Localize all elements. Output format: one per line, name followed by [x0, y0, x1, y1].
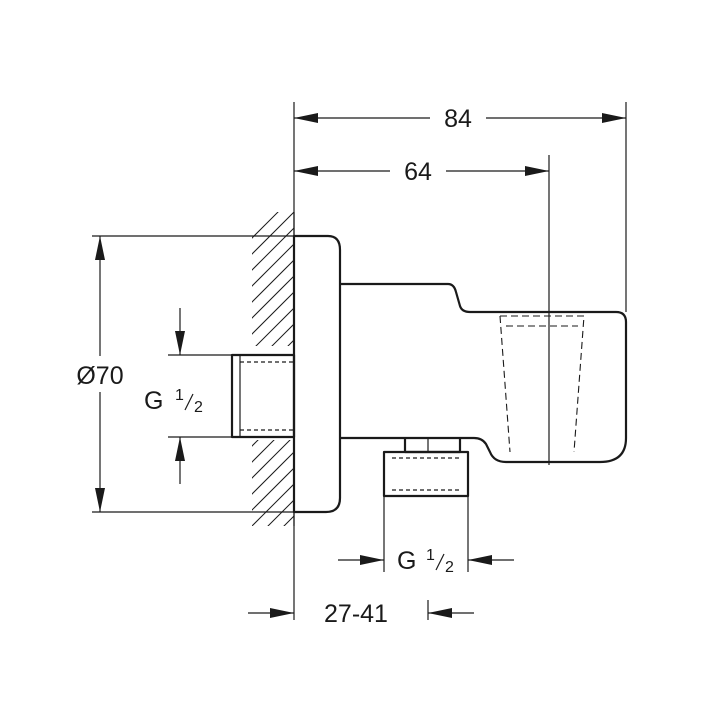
thread-outlet-letter: G — [397, 547, 416, 575]
wall-hatching — [252, 212, 295, 526]
thread-main-slash — [184, 393, 194, 411]
dimension-64-label: 64 — [404, 158, 432, 186]
hidden-cone-seat — [499, 315, 585, 453]
thread-outlet-num: 1 — [426, 547, 435, 564]
dimension-thread-outlet: G 1 2 — [338, 547, 514, 576]
thread-main-letter: G — [144, 387, 163, 415]
thread-outlet-slash — [435, 553, 445, 571]
outlet-thread — [382, 450, 470, 498]
outlet-neck — [403, 438, 462, 454]
dimension-84-label: 84 — [444, 105, 472, 133]
wall-flange — [292, 234, 342, 514]
dimension-diameter-label: Ø70 — [76, 362, 123, 390]
dimension-64: 64 — [294, 158, 549, 186]
thread-main-num: 1 — [175, 387, 184, 404]
extension-lines — [92, 102, 627, 620]
dimension-84: 84 — [294, 105, 626, 133]
dimension-wall-offset: 27-41 — [248, 600, 474, 628]
thread-main-den: 2 — [194, 399, 203, 416]
dimension-diameter: Ø70 — [76, 236, 124, 512]
holder-body — [340, 282, 628, 464]
wall-thread-pipe — [230, 353, 296, 439]
thread-outlet-den: 2 — [445, 559, 454, 576]
dimension-thread-main: G 1 2 — [144, 308, 203, 484]
dimension-wall-offset-label: 27-41 — [324, 600, 388, 628]
